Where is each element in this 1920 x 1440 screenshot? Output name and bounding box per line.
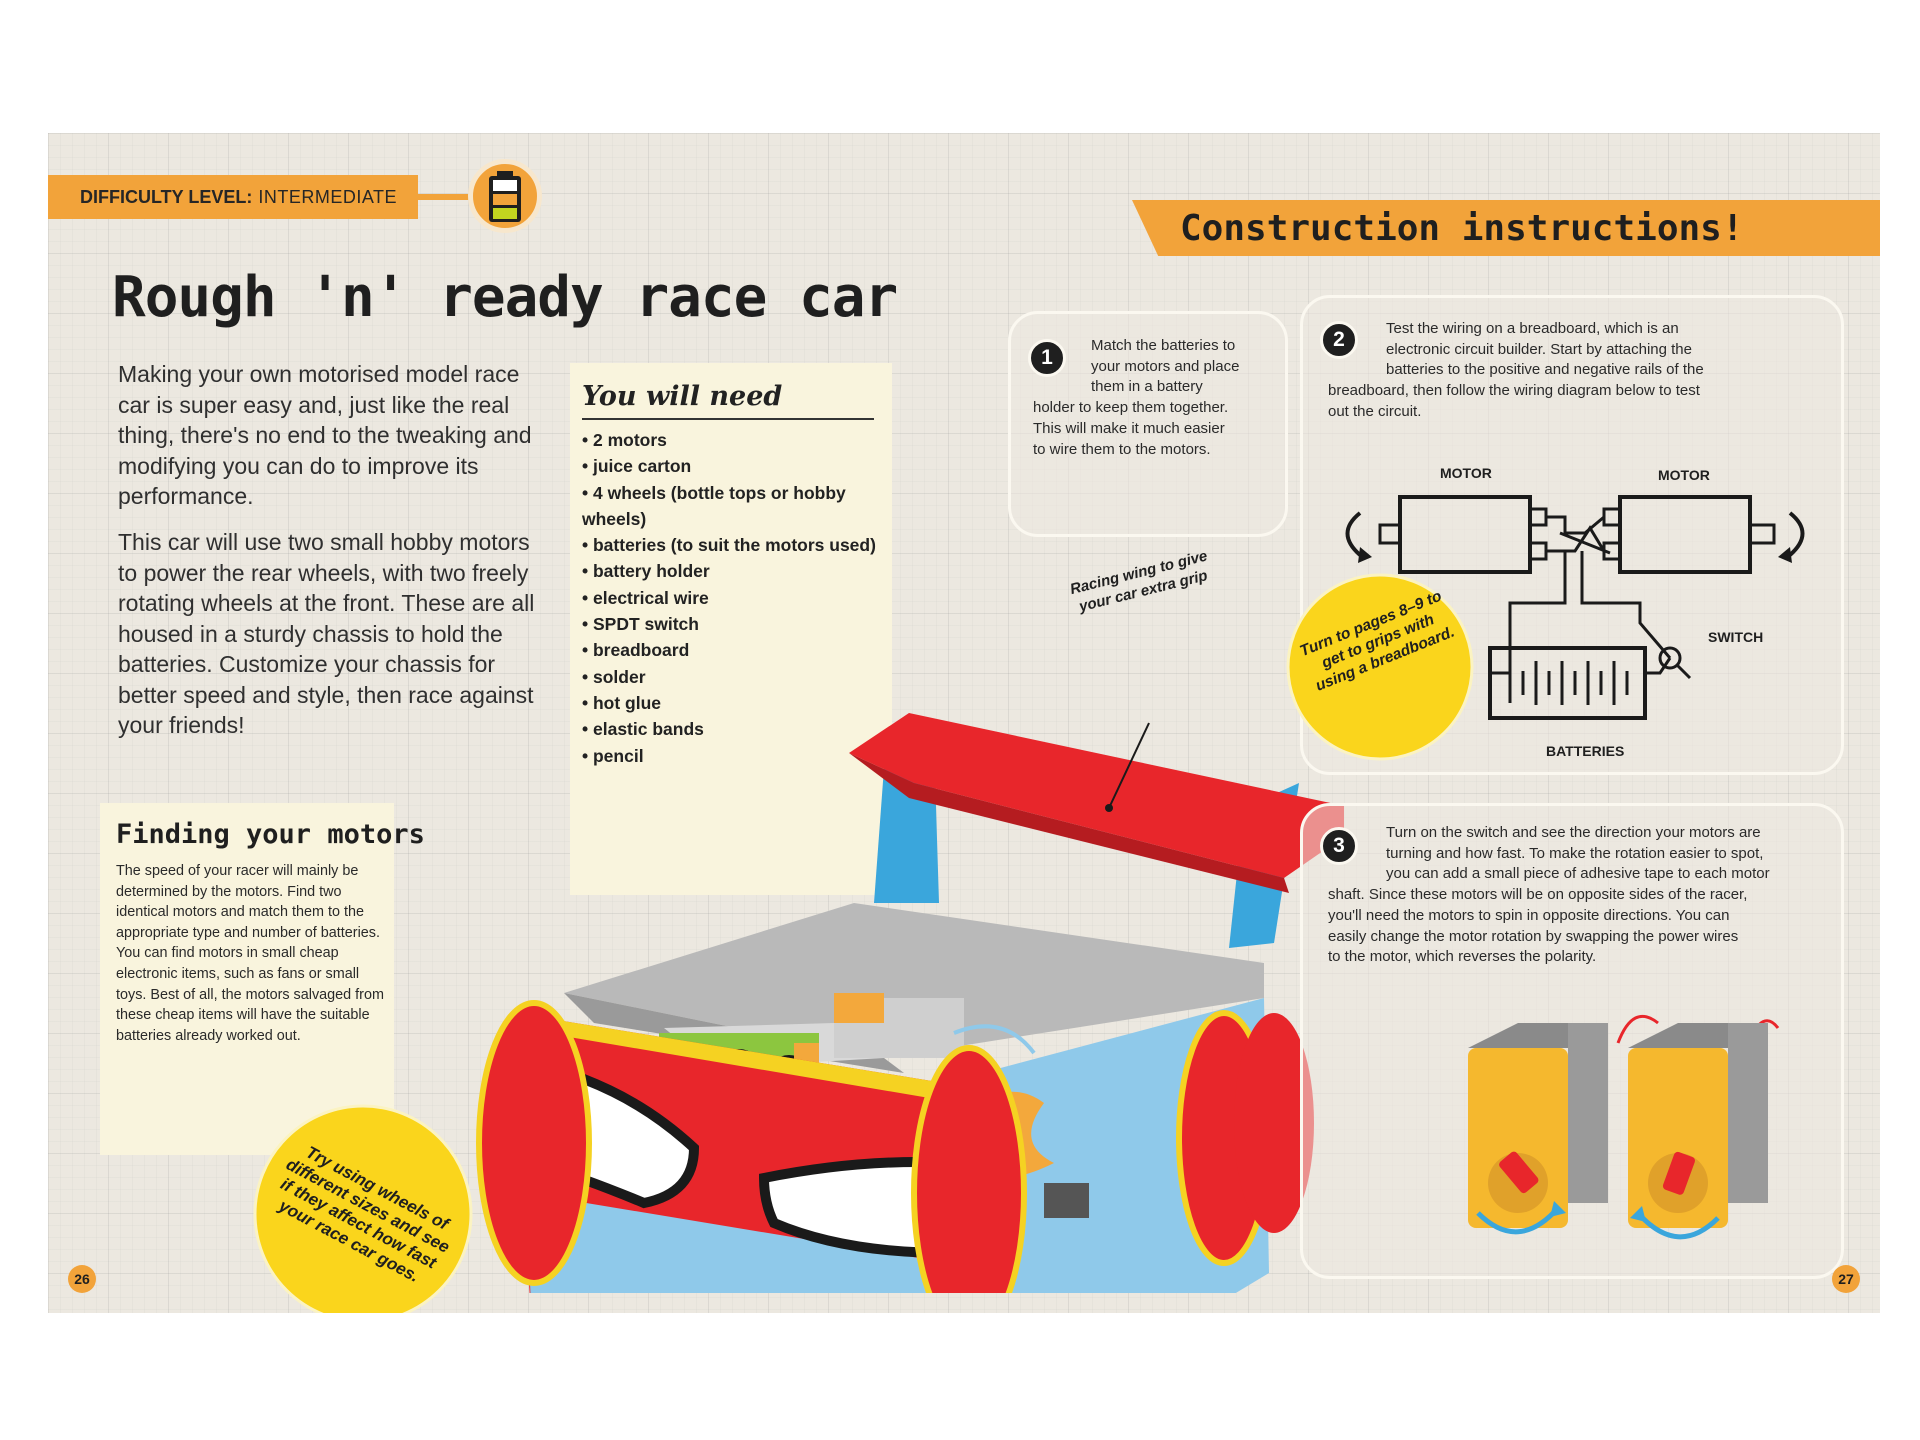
difficulty-label: DIFFICULTY LEVEL: [80,186,253,207]
step-text-line: shaft. Since these motors will be on opp… [1328,886,1748,904]
diagram-label-batteries: BATTERIES [1546,743,1625,759]
step-text-line: to the motor, which reverses the polarit… [1328,948,1597,966]
carton-back-wall [564,903,1264,1058]
step-text-line: batteries to the positive and negative r… [1386,361,1704,379]
step-text-line: Test the wiring on a breadboard, which i… [1386,320,1679,337]
you-will-need-item: • electrical wire [582,587,709,608]
difficulty-bar: DIFFICULTY LEVEL: INTERMEDIATE [48,175,418,219]
step-3-text: Turn on the switch and see the direction… [1328,823,1828,968]
step-text-line: your motors and place [1091,357,1240,375]
wheel-front-right [911,1045,1027,1293]
step-text-line: electronic circuit builder. Start by att… [1386,340,1692,358]
page-title: Rough 'n' ready race car [112,265,898,330]
you-will-need-list: • 2 motors • juice carton • 4 wheels (bott… [582,427,882,769]
battery-level-badge [468,159,542,233]
difficulty-connector [408,194,498,200]
you-will-need-item: • hot glue [582,692,662,713]
book-spread: DIFFICULTY LEVEL: INTERMEDIATE Construct… [48,133,1880,1313]
construction-banner: Construction instructions! [1132,200,1880,256]
diagram-label-switch: SWITCH [1708,629,1764,645]
you-will-need-item: • battery holder [582,561,710,582]
diagram-label-motor-left: MOTOR [1440,465,1492,481]
car-eye-right [758,1157,960,1259]
you-will-need-item: • pencil [582,745,644,766]
step-text-line: to wire them to the motors. [1033,440,1211,458]
you-will-need-item: • SPDT switch [582,614,699,635]
you-will-need-item: • solder [582,666,646,687]
rotation-arrow-motor-right [1636,1211,1720,1240]
step-3-number: 3 [1320,827,1358,865]
batteries-symbol [1488,646,1647,720]
intro-paragraph-2: This car will use two small hobby motors… [118,529,535,738]
you-will-need-item: • juice carton [582,456,692,477]
step-text-line: Turn on the switch and see the direction… [1386,824,1761,841]
motor-right-shape [1618,495,1752,574]
finding-motors-body: The speed of your racer will mainly be d… [116,863,384,1044]
breadboard-tip-sticker [1286,573,1474,761]
step-text-line: you'll need the motors to spin in opposi… [1328,906,1730,924]
page-number-right: 27 [1832,1265,1860,1293]
difficulty-level: INTERMEDIATE [258,186,397,207]
racing-wing [849,713,1344,878]
finding-motors-box [100,803,394,1155]
wheel-front-left [476,1000,592,1286]
motor-left-shape [1398,495,1532,574]
rotation-arrow-motor-left [1476,1206,1560,1235]
wheels-tip-sticker [253,1104,473,1313]
construction-title: Construction instructions! [1180,207,1744,249]
step-text-line: breadboard, then follow the wiring diagr… [1328,382,1700,400]
wiring-diagram [1345,495,1805,720]
you-will-need-item: • 2 motors [582,430,667,450]
you-will-need-title: You will need [582,381,874,420]
diagram-label-motor-right: MOTOR [1658,467,1710,483]
battery-level-icon [489,171,521,222]
motors-rotation-illustration [1468,1014,1780,1240]
step-text-line: out the circuit. [1328,402,1422,420]
wheel-far-right [1234,1013,1314,1233]
step-2-number: 2 [1320,321,1358,359]
step-text-line: turning and how fast. To make the rotati… [1386,844,1764,862]
you-will-need-item: • 4 wheels (bottle tops or hobby wheels) [582,482,846,529]
step-1-text: Match the batteries to your motors and pl… [1033,336,1273,460]
wing-callout-line [1108,722,1150,809]
step-text-line: Match the batteries to [1091,337,1236,354]
you-will-need-item: • breadboard [582,640,690,661]
you-will-need-item: • batteries (to suit the motors used) [582,535,876,556]
step-2-text: Test the wiring on a breadboard, which i… [1328,319,1818,423]
you-will-need-box [570,363,892,895]
step-text-line: them in a battery [1091,378,1203,396]
step-1-number: 1 [1028,339,1066,377]
page-number-left: 26 [68,1265,96,1293]
finding-motors-title: Finding your motors [116,819,425,850]
carton-front-blue [526,1193,950,1293]
intro-paragraph-1: Making your own motorised model race car… [118,361,532,509]
step-text-line: easily change the motor rotation by swap… [1328,927,1739,945]
step-text-line: This will make it much easier [1033,419,1225,437]
race-car-illustration [476,713,1344,1293]
rotation-arrow-left [1345,511,1362,557]
step-text-line: you can add a small piece of adhesive ta… [1386,865,1770,883]
rotation-arrow-right [1788,511,1805,557]
you-will-need-item: • elastic bands [582,719,704,740]
step-text-line: holder to keep them together. [1033,399,1229,417]
switch-symbol [1658,646,1682,670]
